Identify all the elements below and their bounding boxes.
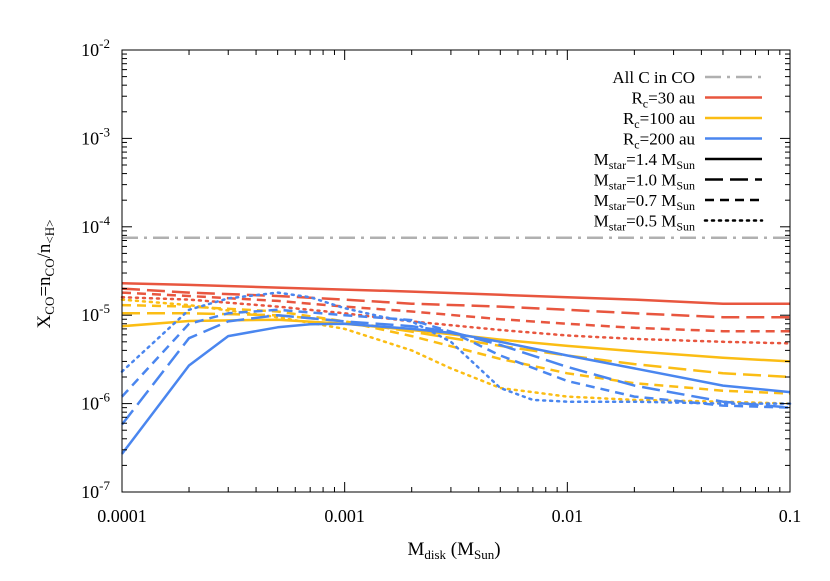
series-line-rc30-mstar-0p7: [121, 291, 790, 333]
x-tick-label: 0.001: [324, 506, 365, 526]
y-axis-label-s3: <H>: [42, 220, 57, 244]
y-axis-label-p1: X: [34, 314, 55, 328]
legend-label: Rc=200 au: [623, 130, 696, 152]
y-tick-label: 10-4: [81, 213, 110, 237]
x-axis-label-end: ): [494, 539, 500, 560]
series-line-rc200-mstar-0p7: [121, 308, 791, 409]
legend-label: All C in CO: [612, 68, 695, 87]
x-axis-label-sub2: Sun: [474, 547, 495, 562]
y-tick-label: 10-2: [81, 36, 110, 60]
x-tick-label: 0.0001: [97, 506, 147, 526]
y-tick-label: 10-3: [81, 124, 110, 148]
series-line-rc30-mstar-1p0: [121, 287, 790, 319]
y-axis-label-p3: /n: [34, 243, 55, 258]
x-axis-label-mid: (M: [446, 539, 474, 560]
legend-label: Rc=100 au: [623, 109, 696, 131]
series-line-rc100-mstar-1p0: [122, 312, 791, 379]
y-axis-label-s2: CO: [42, 258, 57, 276]
legend-label: Mstar=1.4 MSun: [594, 150, 695, 172]
x-tick-label: 0.1: [779, 506, 802, 526]
legend-label: Mstar=0.5 MSun: [594, 212, 695, 234]
y-tick-label: 10-7: [81, 478, 110, 502]
series-line-rc200-mstar-1p0: [121, 313, 791, 426]
y-tick-label: 10-6: [81, 390, 110, 414]
legend-label: Rc=30 au: [631, 89, 695, 111]
y-tick-label: 10-5: [81, 301, 110, 325]
legend-label: Mstar=1.0 MSun: [594, 171, 695, 193]
plot-frame: [121, 49, 791, 493]
x-axis-label-main: M: [407, 539, 424, 560]
x-tick-label: 0.01: [552, 506, 584, 526]
y-axis-label-p2: =n: [34, 276, 55, 297]
y-axis-label-s1: CO: [42, 297, 57, 315]
series-line-rc200-mstar-1p4: [121, 322, 791, 455]
series-line-rc30-mstar-1p4: [121, 281, 790, 305]
x-axis-label-sub: disk: [424, 547, 446, 562]
series-line-rc200-mstar-0p5: [120, 291, 792, 405]
legend-label: Mstar=0.7 MSun: [594, 191, 695, 213]
x-axis-label: Mdisk (MSun): [407, 539, 500, 562]
y-axis-label: XCO=nCO/n<H>: [34, 220, 57, 329]
series-line-rc30-mstar-0p5: [120, 295, 792, 345]
